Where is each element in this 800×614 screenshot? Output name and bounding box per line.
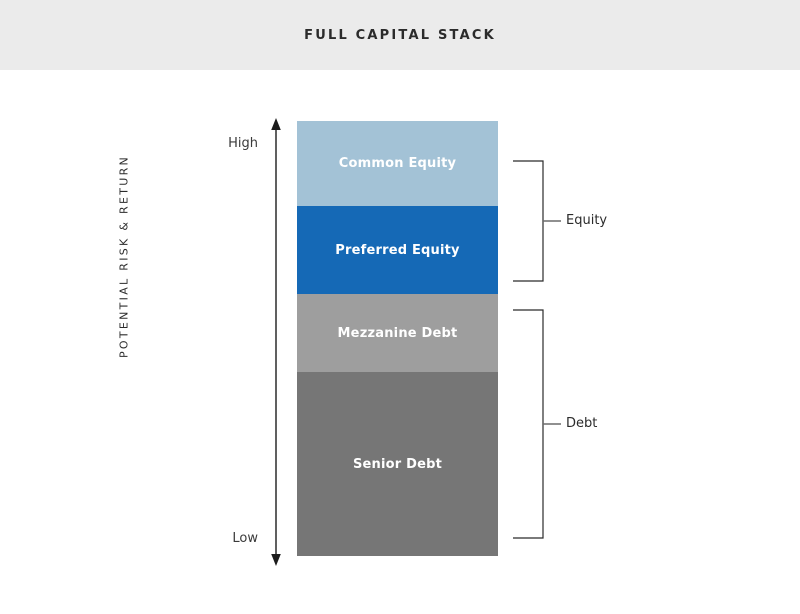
stack-segment-senior-debt[interactable]: Senior Debt xyxy=(297,372,498,556)
segment-label-preferred-equity: Preferred Equity xyxy=(335,242,460,258)
header-band xyxy=(0,0,800,70)
bracket-label-debt: Debt xyxy=(566,416,598,431)
bracket-label-equity: Equity xyxy=(566,213,608,228)
bracket-equity xyxy=(513,159,565,283)
axis-arrow-icon xyxy=(271,118,281,566)
bracket-equity-icon xyxy=(513,160,561,282)
page-title: FULL CAPITAL STACK xyxy=(304,27,496,43)
axis-label-high: High xyxy=(228,136,258,151)
stack-segment-preferred-equity[interactable]: Preferred Equity xyxy=(297,206,498,294)
axis-label-low: Low xyxy=(232,531,258,546)
stack-segment-mezzanine-debt[interactable]: Mezzanine Debt xyxy=(297,294,498,372)
segment-label-mezzanine-debt: Mezzanine Debt xyxy=(337,325,458,341)
risk-return-axis xyxy=(268,117,284,567)
axis-title: POTENTIAL RISK & RETURN xyxy=(117,154,131,359)
capital-stack-figure: High Low POTENTIAL RISK & RETURN Common … xyxy=(0,70,800,614)
bracket-debt xyxy=(513,308,565,540)
stack-segment-common-equity[interactable]: Common Equity xyxy=(297,121,498,206)
capital-stack-bar: Common Equity Preferred Equity Mezzanine… xyxy=(297,121,498,556)
segment-label-senior-debt: Senior Debt xyxy=(352,456,443,472)
bracket-debt-icon xyxy=(513,309,561,539)
segment-label-common-equity: Common Equity xyxy=(338,156,457,171)
